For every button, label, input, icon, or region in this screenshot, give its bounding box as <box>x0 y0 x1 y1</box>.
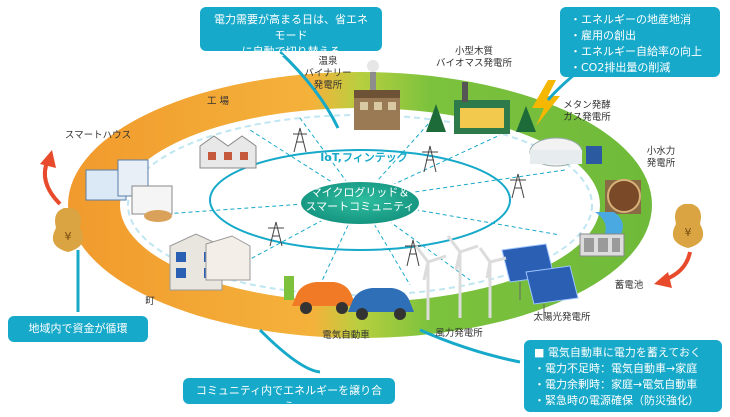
hub-title-line: スマートコミュニティ <box>305 200 415 213</box>
central-hub <box>299 180 421 226</box>
wind-turbine-icon <box>414 245 447 320</box>
biomass-plant-icon <box>426 82 536 134</box>
solar-panels-icon <box>501 243 579 318</box>
label-line: 小型木質 <box>454 46 493 57</box>
onsen-plant-icon <box>354 60 400 130</box>
label-line: 発電所 <box>313 80 343 91</box>
callout-line: に自動で切り替える <box>241 45 341 58</box>
ev-item: ・緊急時の電源確保（防災強化） <box>534 394 699 407</box>
power-tower-icon <box>510 173 526 199</box>
wind-turbine-icon <box>478 247 507 318</box>
label-factory: 工 場 <box>206 96 230 107</box>
benefit-item: ・CO2排出量の削減 <box>570 61 671 74</box>
label-line: ガス発電所 <box>563 112 611 123</box>
power-tower-icon <box>268 221 284 247</box>
factory-icon <box>199 135 257 169</box>
callout-text: コミュニティ内でエネルギーを譲り合う <box>195 384 383 413</box>
label-biomass-plant: 小型木質 バイオマス発電所 <box>424 46 524 70</box>
iot-fintech-label: IoT,フィンテック <box>320 151 408 164</box>
smart-houses-icon <box>85 159 173 222</box>
label-battery: 蓄電池 <box>614 280 644 291</box>
callout-line: 電力需要が高まる日は、省エネモード <box>214 13 368 42</box>
label-line: 温泉 <box>318 56 338 67</box>
svg-text:¥: ¥ <box>65 230 72 243</box>
label-methane-plant: メタン発酵 ガス発電所 <box>552 100 622 124</box>
benefit-item: ・エネルギー自給率の向上 <box>570 45 702 58</box>
callout-ev-storage: ■ 電気自動車に電力を蓄えておく ・電力不足時：電気自動車→家庭 ・電力余剰時：… <box>524 340 722 412</box>
callout-share-energy: コミュニティ内でエネルギーを譲り合う <box>183 378 395 413</box>
arrow-head-icon <box>654 272 672 288</box>
hydro-plant-icon <box>595 179 641 236</box>
yen-money-bag-icon: ¥ <box>672 204 704 248</box>
power-tower-icon <box>405 239 421 267</box>
callout-connectors <box>76 50 581 374</box>
town-houses-icon <box>169 233 251 291</box>
label-smarthouse: スマートハウス <box>64 130 132 141</box>
label-solar-plant: 太陽光発電所 <box>533 312 591 323</box>
label-line: 発電所 <box>646 158 676 169</box>
wind-turbine-icon <box>446 235 479 318</box>
power-tower-icon <box>422 145 438 173</box>
label-line: バイナリー <box>304 68 352 79</box>
label-ev: 電気自動車 <box>322 330 370 341</box>
callout-benefits: ・エネルギーの地産地消 ・雇用の創出 ・エネルギー自給率の向上 ・CO2排出量の… <box>560 7 720 77</box>
label-wind-plant: 風力発電所 <box>435 328 483 339</box>
callout-title: ■ 電気自動車に電力を蓄えておく <box>534 346 702 359</box>
arrow-head-icon <box>40 150 56 168</box>
label-onsen-plant: 温泉 バイナリー 発電所 <box>300 56 356 92</box>
power-tower-icon <box>293 127 307 153</box>
hub-title-line: マイクログリッド＆ <box>310 186 410 199</box>
label-line: 小水力 <box>646 146 676 157</box>
benefit-item: ・雇用の創出 <box>570 29 636 42</box>
label-line: メタン発酵 <box>563 100 611 111</box>
label-hydro-plant: 小水力 発電所 <box>636 146 686 170</box>
ev-item: ・電力不足時：電気自動車→家庭 <box>534 362 698 375</box>
hub-title: マイクログリッド＆ スマートコミュニティ <box>300 186 420 214</box>
label-line: バイオマス発電所 <box>435 58 512 69</box>
yen-money-bag-icon: ¥ <box>52 208 84 252</box>
benefit-item: ・エネルギーの地産地消 <box>570 13 691 26</box>
charger-icon <box>284 276 294 300</box>
battery-icon <box>579 233 625 257</box>
ev-orange-car-icon <box>292 282 356 314</box>
callout-power-demand: 電力需要が高まる日は、省エネモード に自動で切り替える <box>200 7 382 58</box>
callout-local-money: 地域内で資金が循環 <box>8 316 148 342</box>
callout-text: 地域内で資金が循環 <box>28 322 128 335</box>
ev-blue-car-icon <box>348 288 414 320</box>
ev-item: ・電力余剰時：家庭→電気自動車 <box>534 378 698 391</box>
label-town: 町 <box>145 296 155 307</box>
lightning-icon <box>532 80 560 126</box>
svg-text:¥: ¥ <box>685 226 692 239</box>
methane-plant-icon <box>529 137 602 167</box>
iot-ring <box>209 149 511 251</box>
